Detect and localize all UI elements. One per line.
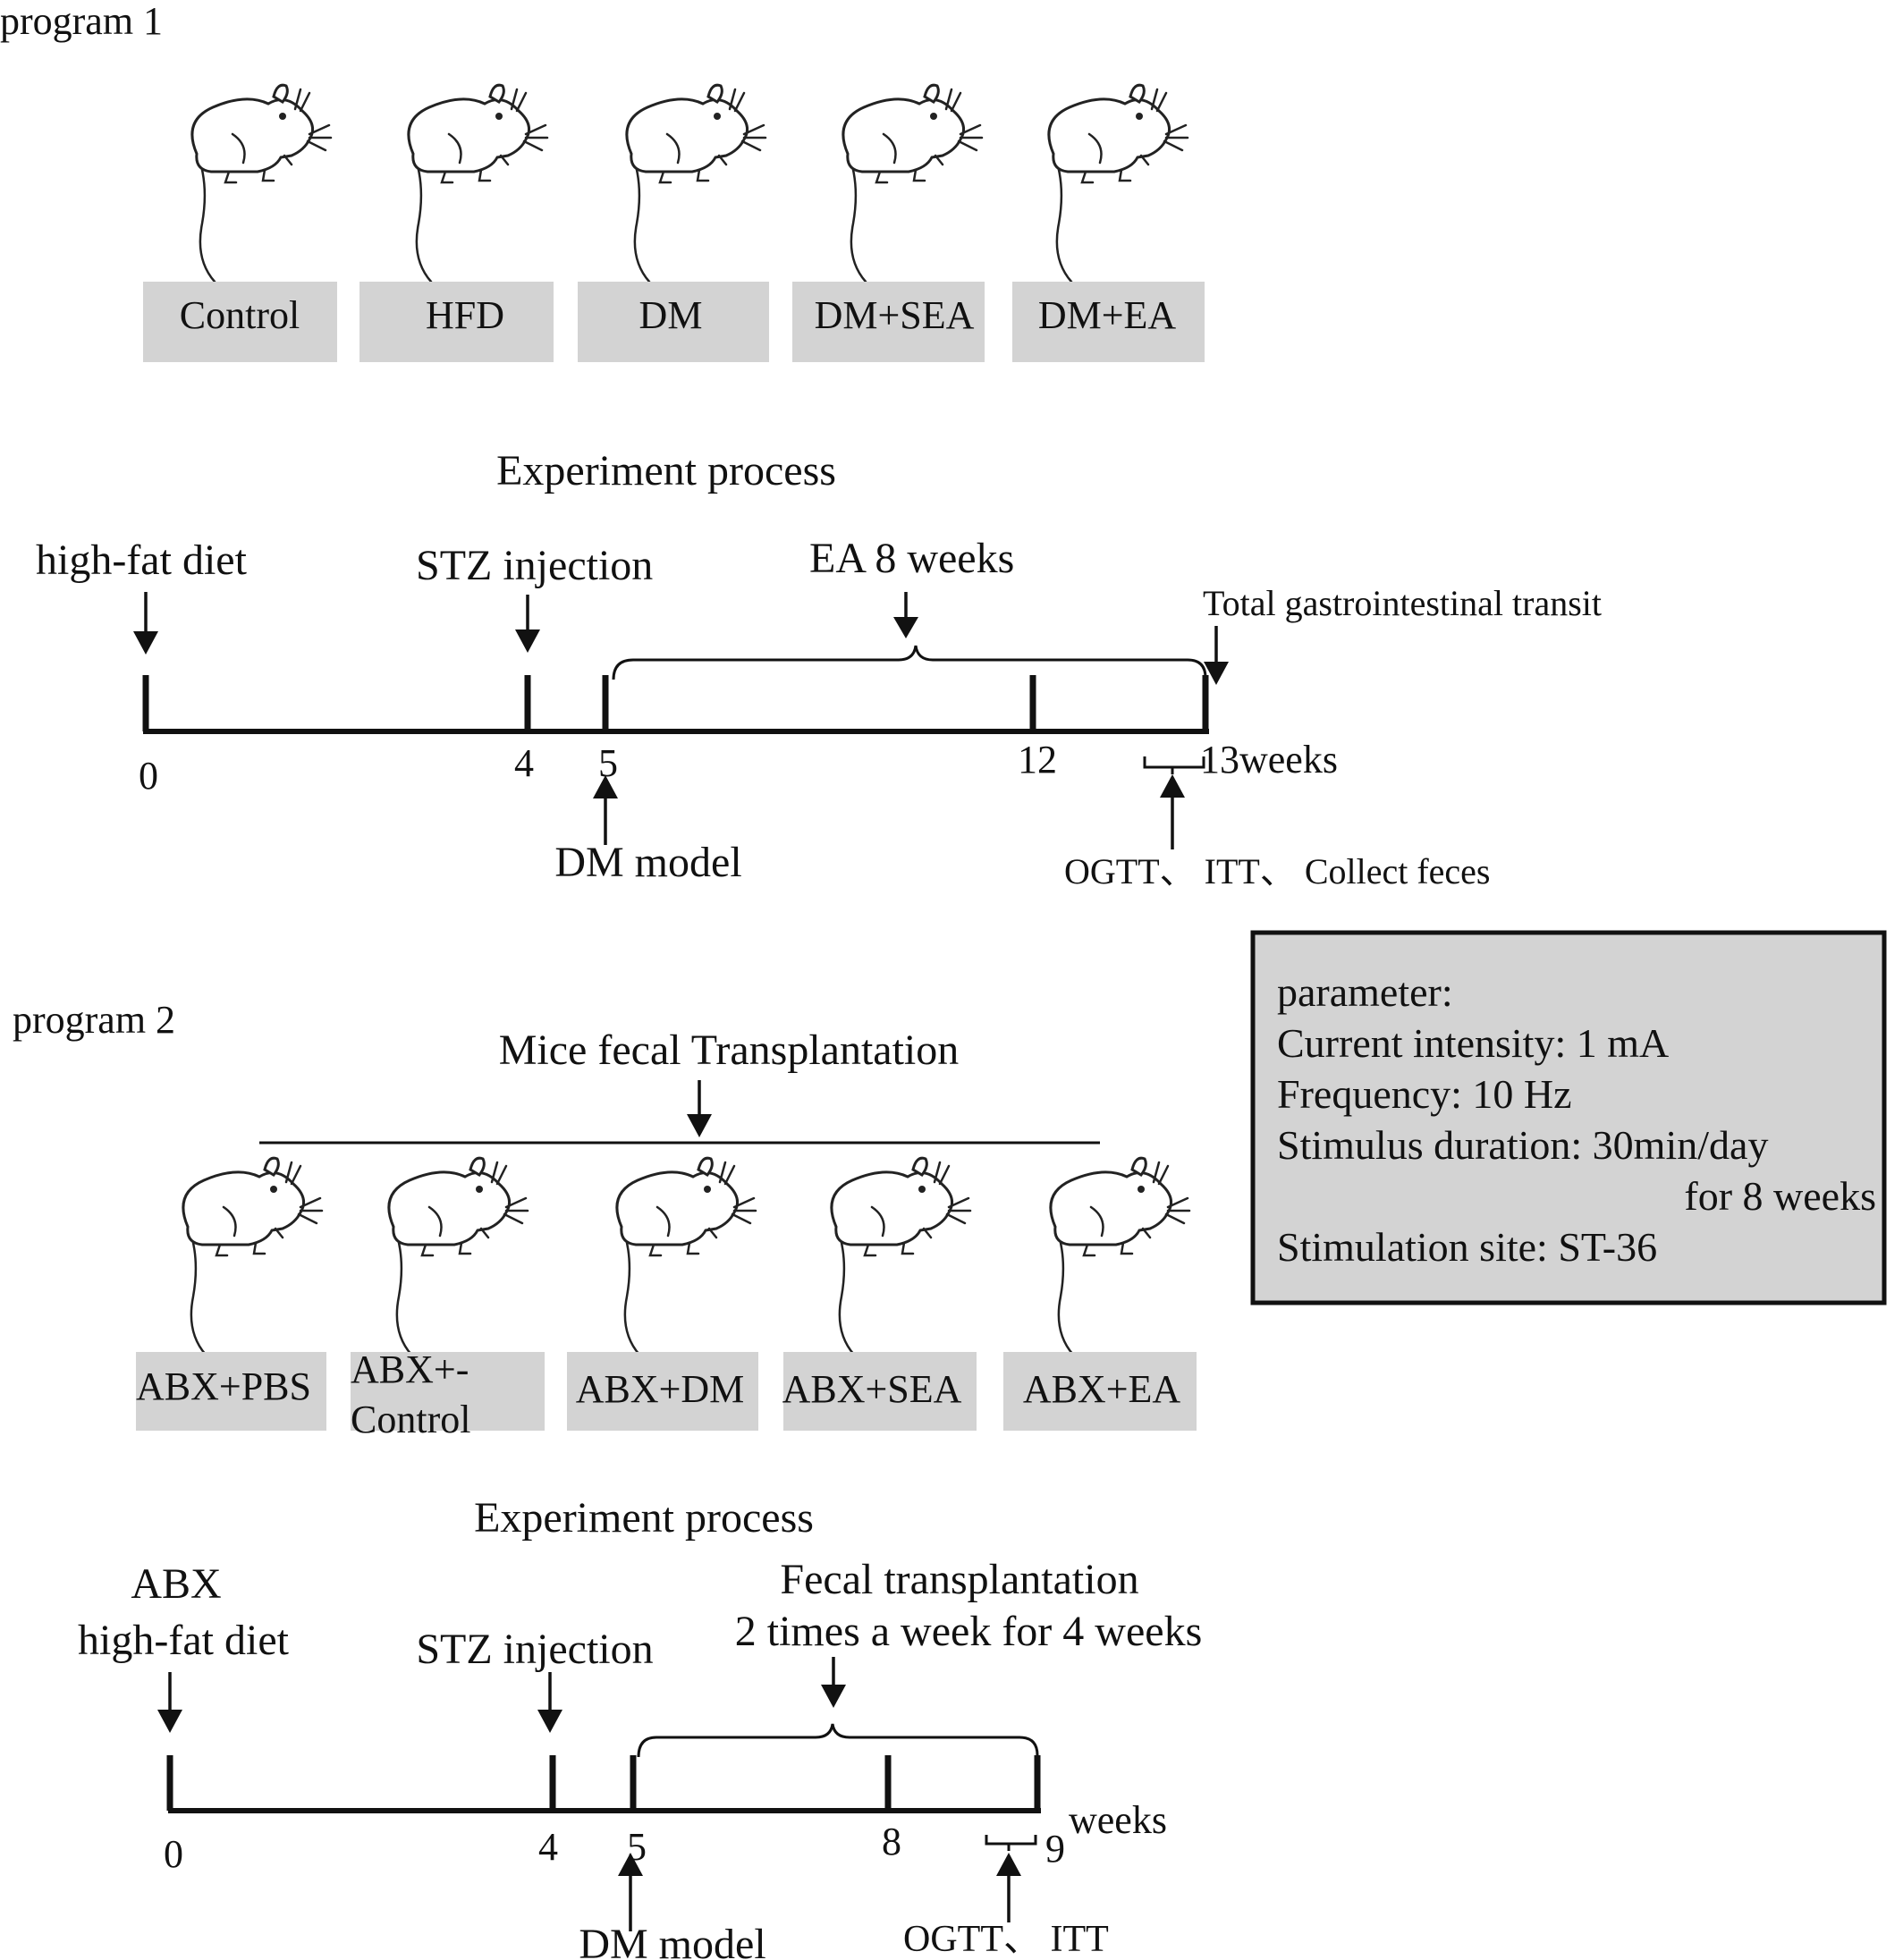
param-current: Current intensity: 1 mA [1277, 1020, 1669, 1066]
group-label: ABX+SEA [782, 1367, 962, 1411]
program1-title: program 1 [0, 0, 163, 43]
group-box-abx-dm: ABX+DM [567, 1352, 758, 1431]
param-duration-cont: for 8 weeks [1684, 1173, 1876, 1219]
tick-label: 9 [1045, 1827, 1065, 1871]
mouse-icon [182, 1156, 324, 1356]
tick-label: 12 [1018, 738, 1057, 781]
group-box-abx-pbs: ABX+PBS [136, 1352, 326, 1431]
mouse-icon [1047, 83, 1189, 283]
group-label: ABX+PBS [136, 1364, 311, 1408]
tick-label: 0 [139, 754, 158, 798]
param-duration: Stimulus duration: 30min/day [1277, 1122, 1768, 1168]
down-arrow-icon [687, 1080, 712, 1137]
down-arrow-icon [537, 1672, 562, 1733]
group-box-abx-control: ABX+- Control [351, 1348, 545, 1441]
group-box-abx-sea: ABX+SEA [782, 1352, 977, 1431]
group-label: ABX+EA [1023, 1367, 1181, 1411]
up-arrow-icon [593, 775, 618, 845]
down-arrow-icon [515, 595, 540, 653]
dm-model-label: DM model [554, 839, 741, 886]
mouse-icon [190, 83, 333, 283]
stz-label: STZ injection [416, 542, 653, 589]
mouse-icon [407, 83, 549, 283]
group-box-dm-ea: DM+EA [1012, 282, 1205, 362]
group-box-hfd: HFD [359, 282, 554, 362]
group-label-cont: Control [351, 1398, 470, 1441]
up-arrow-icon [618, 1853, 643, 1931]
program2-title: program 2 [13, 998, 175, 1042]
stz-label: STZ injection [416, 1626, 653, 1673]
group-box-abx-ea: ABX+EA [1003, 1352, 1197, 1431]
tests-label: OGTT、 ITT [903, 1919, 1109, 1960]
tick-label: 4 [514, 741, 534, 785]
group-box-dm-sea: DM+SEA [792, 282, 985, 362]
hfd-label: high-fat diet [36, 536, 248, 584]
tests-label: OGTT、 ITT、 Collect feces [1064, 851, 1491, 891]
group-label: Control [180, 293, 300, 337]
tick-label: 4 [538, 1825, 558, 1869]
mouse-icon [625, 83, 767, 283]
process-title: Experiment process [496, 447, 836, 494]
transit-label: Total gastrointestinal transit [1203, 583, 1602, 623]
tick-label: 8 [882, 1820, 901, 1863]
ea-bracket [612, 645, 1207, 680]
mouse-icon [1049, 1156, 1191, 1356]
param-frequency: Frequency: 10 Hz [1277, 1071, 1572, 1117]
timeline-program2 [166, 1755, 1041, 1813]
test-bracket [1143, 756, 1205, 774]
test-bracket [985, 1835, 1037, 1851]
down-arrow-icon [133, 592, 158, 655]
down-arrow-icon [893, 592, 918, 638]
mouse-icon [830, 1156, 972, 1356]
down-arrow-icon [157, 1672, 182, 1733]
fmt-label: Fecal transplantation [780, 1556, 1138, 1603]
param-site: Stimulation site: ST-36 [1277, 1224, 1657, 1270]
fmt-title: Mice fecal Transplantation [499, 1026, 960, 1074]
group-label: HFD [426, 293, 504, 337]
ea-label: EA 8 weeks [809, 535, 1014, 582]
mouse-icon [842, 83, 984, 283]
param-heading: parameter: [1277, 969, 1453, 1015]
group-label: ABX+DM [576, 1367, 745, 1411]
fmt-bracket [637, 1723, 1039, 1758]
up-arrow-icon [1160, 774, 1185, 849]
group-box-control: Control [143, 282, 337, 362]
up-arrow-icon [996, 1853, 1021, 1922]
tick-label: 0 [164, 1832, 183, 1876]
hfd-label: high-fat diet [78, 1617, 290, 1664]
mouse-icon [615, 1156, 757, 1356]
abx-label: ABX [131, 1560, 221, 1608]
parameter-box: parameter: Current intensity: 1 mA Frequ… [1250, 930, 1887, 1305]
dm-model-label: DM model [579, 1921, 765, 1960]
process-title: Experiment process [474, 1494, 814, 1542]
group-label: DM+EA [1038, 293, 1177, 337]
group-label: ABX+- [351, 1348, 469, 1391]
tick-label: 13weeks [1200, 738, 1338, 781]
group-box-dm: DM [578, 282, 769, 362]
group-label: DM [639, 293, 703, 337]
tick-label: weeks [1069, 1798, 1167, 1842]
timeline-program1 [142, 675, 1209, 734]
mouse-icon [387, 1156, 529, 1356]
down-arrow-icon [1204, 626, 1229, 685]
group-label: DM+SEA [815, 293, 975, 337]
tick-label: 5 [598, 741, 618, 785]
fmt-label-cont: 2 times a week for 4 weeks [735, 1608, 1203, 1655]
down-arrow-icon [821, 1657, 846, 1708]
